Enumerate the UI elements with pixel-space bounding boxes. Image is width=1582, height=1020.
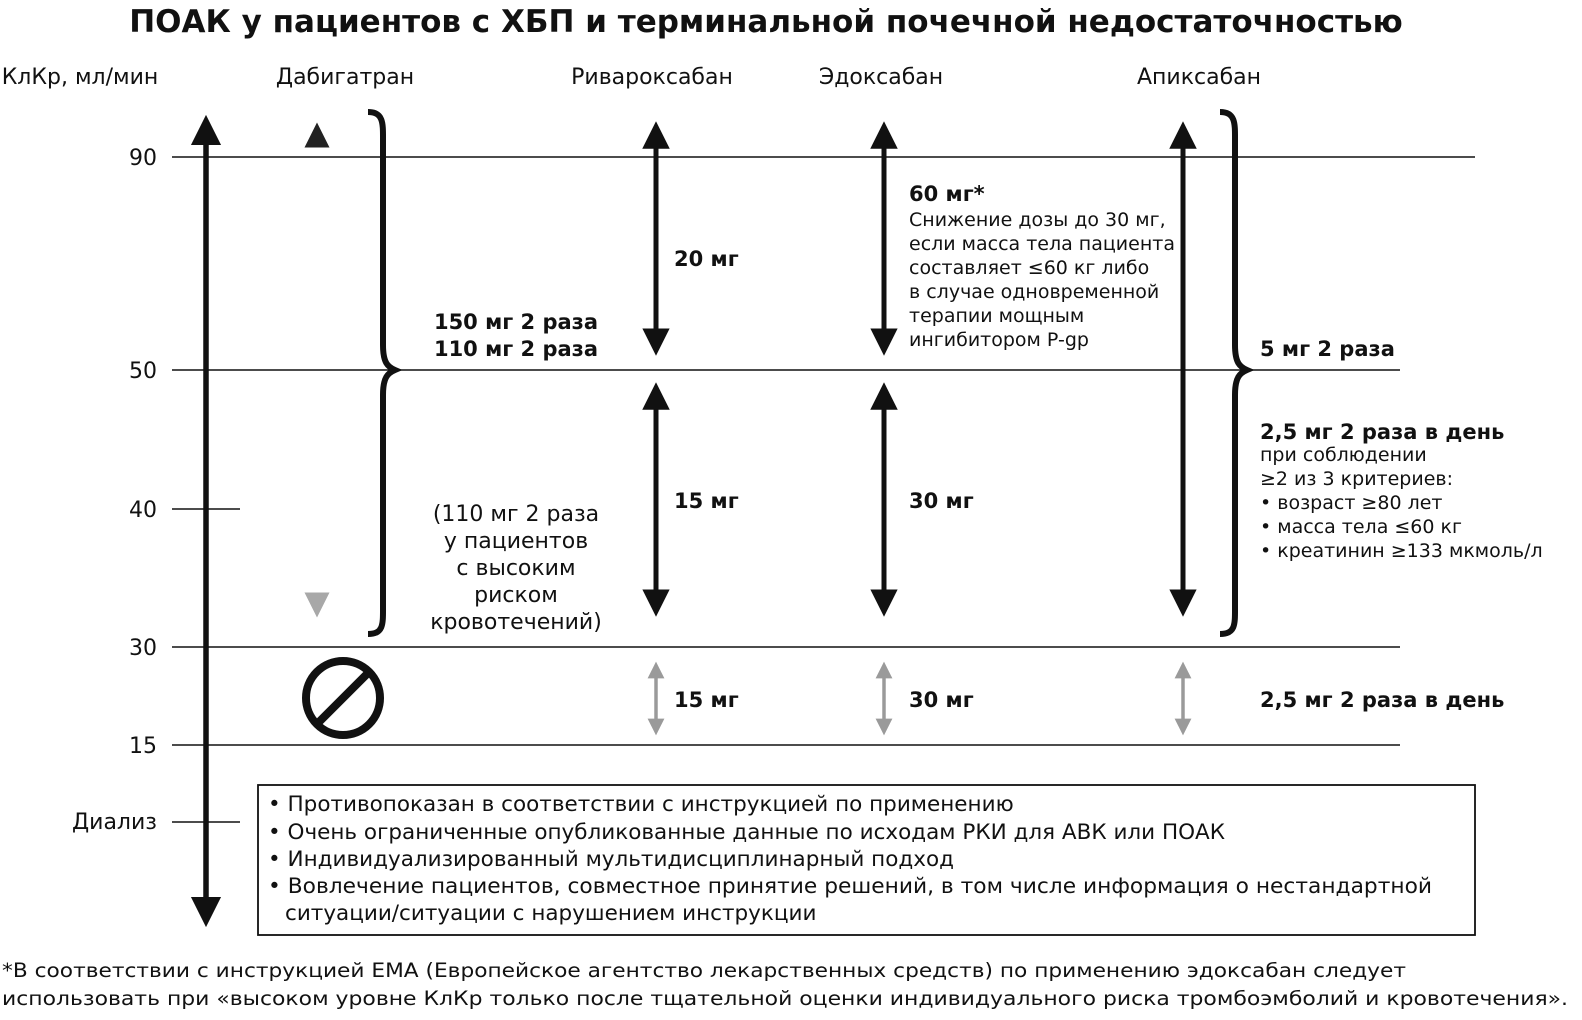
column-header-rivaroxaban: Ривароксабан	[571, 65, 733, 90]
edoxaban-dose-high: 60 мг*	[909, 182, 985, 206]
edoxaban-note-line: в случае одновременной	[909, 281, 1159, 303]
diagram-title: ПОАК у пациентов с ХБП и терминальной по…	[129, 4, 1403, 40]
apixaban-brace	[1219, 109, 1255, 637]
column-header-dabigatran: Дабигатран	[276, 65, 414, 90]
tick-label-40: 40	[129, 498, 157, 523]
apixaban-dose-mid: 2,5 мг 2 раза в день	[1260, 420, 1504, 444]
apixaban-dose-high: 5 мг 2 раза	[1260, 337, 1395, 361]
column-header-edoxaban: Эдоксабан	[819, 65, 943, 90]
edoxaban-dose-low: 30 мг	[909, 688, 974, 712]
dabigatran-brace	[367, 109, 403, 637]
rivaroxaban-dose-high: 20 мг	[674, 247, 739, 271]
tick-label-15: 15	[129, 734, 157, 759]
edoxaban-dose-mid: 30 мг	[909, 489, 974, 513]
dialysis-box-line: • Вовлечение пациентов, совместное приня…	[268, 874, 1432, 899]
edoxaban-note-line: ингибитором P-gp	[909, 329, 1089, 351]
apixaban-criteria-line: • масса тела ≤60 кг	[1260, 516, 1462, 538]
apixaban-criteria-line: ≥2 из 3 критериев:	[1260, 468, 1453, 490]
apixaban-criteria-line: • возраст ≥80 лет	[1260, 492, 1442, 514]
dialysis-info-box	[257, 784, 1476, 936]
axis-label: КлКр, мл/мин	[2, 65, 159, 90]
dialysis-box-line: • Противопоказан в соответствии с инстру…	[268, 792, 1014, 817]
dialysis-box-line: ситуации/ситуации с нарушением инструкци…	[285, 901, 816, 926]
dialysis-box-line: • Индивидуализированный мультидисциплина…	[268, 847, 954, 872]
dialysis-box-line: • Очень ограниченные опубликованные данн…	[268, 820, 1225, 845]
dabigatran-note-line: кровотечений)	[430, 610, 602, 635]
rivaroxaban-dose-low: 15 мг	[674, 688, 739, 712]
apixaban-criteria-line: при соблюдении	[1260, 444, 1427, 466]
prohibited-icon	[302, 657, 384, 739]
tick-label-50: 50	[129, 359, 157, 384]
rivaroxaban-dose-mid: 15 мг	[674, 489, 739, 513]
tick-label-90: 90	[129, 146, 157, 171]
dabigatran-note-line: у пациентов	[444, 529, 588, 554]
dabigatran-note-line: риском	[474, 583, 558, 608]
dabigatran-dose-150: 150 мг 2 раза	[434, 310, 598, 334]
tick-label-dialysis: Диализ	[72, 810, 157, 835]
footnote-line: использовать при «высоком уровне КлКр то…	[2, 987, 1568, 1010]
dabigatran-note-line: (110 мг 2 раза	[433, 502, 599, 527]
column-header-apixaban: Апиксабан	[1137, 65, 1261, 90]
edoxaban-note-line: Снижение дозы до 30 мг,	[909, 209, 1166, 231]
edoxaban-note-line: составляет ≤60 кг либо	[909, 257, 1149, 279]
dabigatran-note-line: с высоким	[456, 556, 575, 581]
footnote-line: *В соответствии с инструкцией ЕМА (Европ…	[2, 959, 1406, 982]
dabigatran-dose-110: 110 мг 2 раза	[434, 337, 598, 361]
edoxaban-note-line: терапии мощным	[909, 305, 1084, 327]
tick-label-30: 30	[129, 636, 157, 661]
apixaban-criteria-line: • креатинин ≥133 мкмоль/л	[1260, 540, 1543, 562]
apixaban-dose-low: 2,5 мг 2 раза в день	[1260, 688, 1504, 712]
edoxaban-note-line: если масса тела пациента	[909, 233, 1175, 255]
